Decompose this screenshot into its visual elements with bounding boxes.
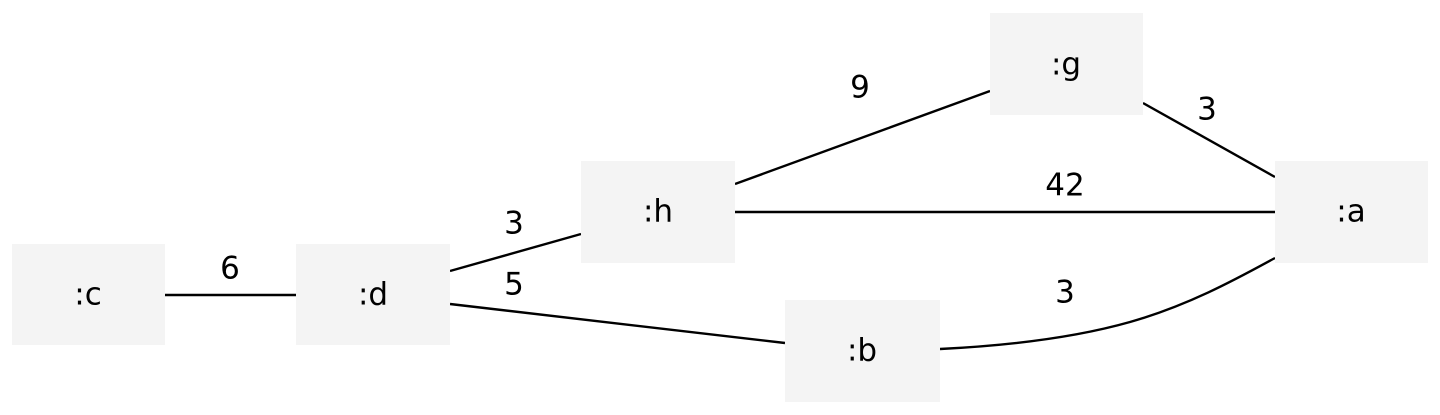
node-h-box — [581, 161, 735, 263]
node-d-label: :d — [358, 277, 388, 313]
edge-labels-layer: 6 3 5 9 42 3 3 — [220, 70, 1217, 311]
edge-label-d-h: 3 — [504, 206, 524, 242]
node-b-label: :b — [847, 333, 877, 369]
edge-d-h — [449, 232, 582, 273]
edge-label-h-g: 9 — [850, 70, 870, 106]
node-a[interactable]: :a — [1275, 161, 1428, 263]
edge-g-a — [1142, 101, 1276, 179]
node-c-box — [12, 244, 165, 345]
edge-label-g-a: 3 — [1197, 92, 1217, 128]
node-h-label: :h — [643, 194, 673, 230]
edge-label-d-b: 5 — [504, 267, 524, 303]
node-g-label: :g — [1051, 47, 1081, 83]
node-b-box — [785, 300, 940, 402]
edge-label-h-a: 42 — [1045, 168, 1084, 204]
edge-label-c-d: 6 — [220, 251, 240, 287]
edge-d-b — [449, 302, 786, 345]
node-b[interactable]: :b — [785, 300, 940, 402]
node-c-label: :c — [74, 277, 102, 313]
node-a-label: :a — [1336, 194, 1365, 230]
node-d-box — [296, 244, 450, 345]
node-g-box — [990, 13, 1143, 115]
node-h[interactable]: :h — [581, 161, 735, 263]
node-c[interactable]: :c — [12, 244, 165, 345]
node-d[interactable]: :d — [296, 244, 450, 345]
edge-b-a — [939, 256, 1276, 351]
edge-h-g — [734, 89, 991, 186]
edges-layer — [165, 89, 1276, 351]
node-a-box — [1275, 161, 1428, 263]
edge-label-b-a: 3 — [1055, 275, 1075, 311]
nodes-layer: :c :d :h :b :g :a — [12, 13, 1428, 402]
node-g[interactable]: :g — [990, 13, 1143, 115]
